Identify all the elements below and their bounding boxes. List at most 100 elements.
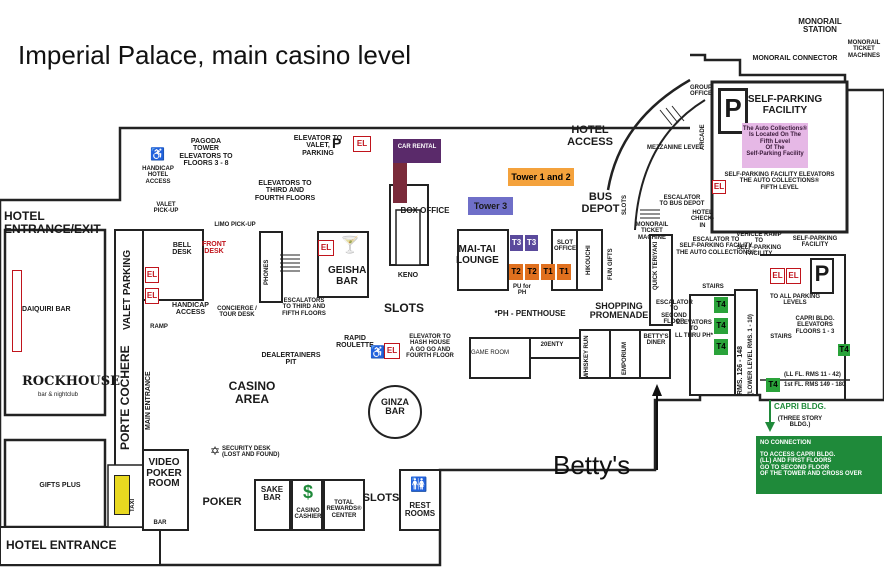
all-parking-p-icon: P: [810, 258, 834, 294]
self-parking-small-label: SELF-PARKING FACILITY: [792, 236, 838, 249]
geisha-bar-label: GEISHA BAR: [328, 265, 367, 287]
elevators-ll-label: ELEVATORS TO LL THRU PH*: [675, 320, 713, 339]
game-room-label: GAME ROOM: [470, 350, 509, 356]
twenty-one-label: 20ENTY: [540, 342, 564, 348]
car-rental-counter: [393, 163, 407, 203]
security-desk-label: SECURITY DESK (LOST AND FOUND): [222, 446, 280, 459]
handicap-hotel-access-label: HANDICAP HOTEL ACCESS: [142, 166, 174, 185]
valet-p-icon: P: [332, 135, 342, 151]
casino-area-label: CASINO AREA: [228, 379, 276, 406]
video-poker-room-label: VIDEO POKER ROOM: [146, 457, 182, 489]
elevator-t4-c: T4: [714, 339, 728, 355]
mezzanine-label: MEZZANINE LEVEL: [646, 145, 703, 151]
self-parking-elevators-label: SELF-PARKING FACILITY ELEVATORS THE AUTO…: [724, 172, 835, 191]
no-connection-notice: NO CONNECTION TO ACCESS CAPRI BLDG. (LL)…: [756, 436, 882, 494]
elevator-t4-a: T4: [714, 297, 728, 313]
elevator-hash-house-label: ELEVATOR TO HASH HOUSE A GO GO AND FOURT…: [406, 334, 454, 359]
self-parking-facility-label: SELF-PARKING FACILITY: [747, 94, 823, 116]
three-story-label: (THREE STORY BLDG.): [777, 416, 823, 429]
daiquiri-bar-label: DAIQUIRI BAR: [22, 306, 71, 313]
elevator-self-parking-el: EL: [712, 180, 726, 194]
escalator-bus-depot-label: ESCALATOR TO BUS DEPOT: [659, 195, 705, 208]
monorail-ticket-machine-label: MONORAIL TICKET MACHINE: [635, 222, 669, 241]
taxi-icon: [114, 475, 130, 515]
auto-collections-note: The Auto Collections® Is Located On The …: [742, 123, 808, 168]
dollar-icon: $: [302, 482, 313, 502]
slot-office-label: SLOT OFFICE: [554, 240, 576, 253]
ph-penthouse-label: *PH - PENTHOUSE: [494, 309, 566, 318]
no-connection-body: TO ACCESS CAPRI BLDG. (LL) AND FIRST FLO…: [760, 452, 863, 477]
emporium-label: EMPORIUM: [622, 342, 628, 375]
handicap-icon: ♿: [150, 147, 165, 161]
bettys-diner-label: BETTY'S DINER: [643, 334, 669, 347]
mai-tai-lounge-label: MAI-TAI LOUNGE: [456, 244, 499, 266]
valet-parking-label: VALET PARKING: [122, 249, 133, 330]
hikouchi-label: HIKOUCHI: [586, 245, 592, 275]
elevator-t4-e: T4: [838, 344, 850, 356]
quick-teriyaki-label: QUICK TERIYAKI: [653, 241, 659, 290]
capri-bldg-label: CAPRI BLDG.: [774, 402, 826, 411]
no-connection-title: NO CONNECTION: [760, 440, 811, 446]
total-rewards-label: TOTAL REWARDS® CENTER: [326, 500, 362, 519]
escalator-second-floor-label: ESCALATOR TO SECOND FLOOR: [656, 300, 693, 325]
rapid-roulette-label: RAPID ROULETTE: [336, 335, 374, 350]
front-desk-label: FRONT DESK: [201, 241, 227, 256]
monorail-connector-label: MONORAIL CONNECTOR: [752, 55, 838, 62]
hotel-entrance-label: HOTEL ENTRANCE: [6, 538, 117, 552]
vehicle-ramp-label: VEHICLE RAMP TO SELF-PARKING FACILITY: [736, 232, 782, 257]
handicap-access-label: HANDICAP ACCESS: [172, 302, 209, 317]
rockhouse-logo: ROCKHOUSE: [22, 374, 121, 389]
car-rental-label: CAR RENTAL: [393, 139, 441, 163]
security-star-icon: ✡: [210, 444, 221, 458]
first-floor-rooms-label: 1st FL. RMS 149 - 180: [784, 382, 846, 388]
daiquiri-bar-counter: [12, 270, 22, 352]
elevator-valet-label: ELEVATOR TO VALET, PARKING: [293, 135, 343, 157]
taxi-label: TAXI: [130, 498, 136, 512]
elevator-parking-el-a: EL: [770, 268, 785, 284]
phones-label: PHONES: [264, 259, 270, 285]
arcade-label: ARCADE: [700, 124, 706, 150]
elevator-valet-el: EL: [353, 136, 371, 152]
casino-cashier-label: CASINO CASHIER: [294, 508, 322, 521]
monorail-ticket-label: MONORAIL TICKET MACHINES: [847, 40, 881, 59]
bus-depot-label: BUS DEPOT: [581, 191, 620, 215]
slots-vertical-label: SLOTS: [622, 194, 628, 215]
rockhouse-subtitle: bar & nightclub: [37, 392, 79, 398]
tower-1-2-label: Tower 1 and 2: [508, 168, 574, 186]
gifts-plus-label: GIFTS PLUS: [39, 482, 81, 489]
elevator-t2-b: T2: [525, 264, 539, 280]
escalators-third-fifth-label: ESCALATORS TO THIRD AND FIFTH FLOORS: [282, 298, 326, 317]
fun-gifts-label: FUN GIFTS: [608, 248, 614, 280]
monorail-station-label: MONORAIL STATION: [798, 17, 842, 35]
elevator-t2-a: T2: [509, 264, 523, 280]
porte-cochere-label: PORTE COCHERE: [118, 345, 132, 450]
bell-desk-label: BELL DESK: [172, 242, 192, 257]
rest-rooms-label: REST ROOMS: [404, 501, 436, 519]
elevator-parking-el-b: EL: [786, 268, 801, 284]
ramp-label: RAMP: [150, 324, 168, 330]
cocktail-icon-geisha: 🍸: [340, 237, 360, 254]
capri-elevators-label: CAPRI BLDG. ELEVATORS FLOORS 1 - 3: [795, 316, 835, 335]
elevator-third-fourth-el: EL: [318, 240, 334, 256]
rooms-126-148-label: RMS. 126 - 148: [737, 345, 744, 395]
ginza-bar-label: GINZA BAR: [381, 397, 409, 417]
stairs-label: STAIRS: [770, 334, 792, 340]
tower-3-label: Tower 3: [468, 197, 513, 215]
lower-level-rooms-label: (LOWER LEVEL RMS. 1 - 10): [748, 314, 754, 395]
stairs-upper-label: STAIRS: [702, 284, 724, 290]
elevator-t3-a: T3: [510, 235, 523, 251]
bettys-annotation: Betty's: [553, 450, 631, 480]
sake-bar-label: SAKE BAR: [260, 485, 284, 503]
hotel-check-in-label: HOTEL CHECK-IN: [690, 210, 715, 229]
elevator-t1-a: T1: [541, 264, 555, 280]
keno-label: KENO: [397, 272, 419, 279]
ll-floor-rooms-label: (LL FL. RMS 11 - 42): [784, 372, 841, 378]
restroom-icon: 🚻: [410, 476, 428, 492]
hotel-access-label: HOTEL ACCESS: [567, 124, 613, 148]
escalator-self-parking-label: ESCALATOR TO SELF-PARKING FACILITY THE A…: [676, 237, 756, 256]
elevator-t4-b: T4: [714, 318, 728, 334]
elevator-pagoda-el-a: EL: [145, 267, 159, 283]
valet-pickup-label: VALET PICK-UP: [153, 202, 179, 215]
elevator-t4-d: T4: [766, 378, 780, 392]
